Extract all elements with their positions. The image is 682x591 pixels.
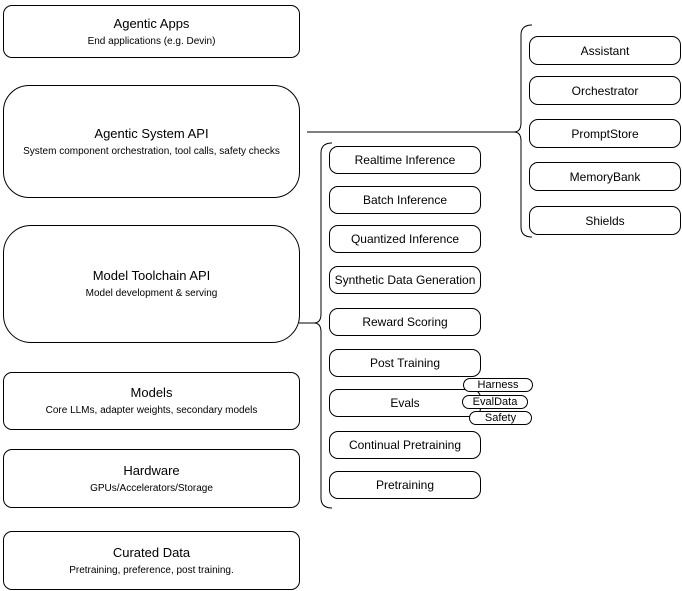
node-subtitle: Pretraining, preference, post training.: [69, 564, 234, 576]
node-title: Agentic Apps: [113, 15, 190, 31]
node-title: Model Toolchain API: [92, 268, 211, 283]
node-pretraining: Pretraining: [329, 471, 481, 499]
node-quantized-inference: Quantized Inference: [329, 225, 481, 253]
node-orchestrator: Orchestrator: [529, 76, 681, 105]
node-shields: Shields: [529, 206, 681, 235]
node-agentic-apps: Agentic Apps End applications (e.g. Devi…: [3, 5, 300, 58]
node-evals: Evals: [329, 389, 481, 417]
node-subtitle: GPUs/Accelerators/Storage: [90, 482, 213, 494]
node-subtitle: End applications (e.g. Devin): [87, 35, 216, 47]
node-subtitle: Model development & serving: [85, 288, 218, 299]
node-model-toolchain-api: Model Toolchain API Model development & …: [3, 225, 300, 343]
tag-safety: Safety: [469, 411, 532, 425]
node-subtitle: Core LLMs, adapter weights, secondary mo…: [45, 405, 258, 416]
node-reward-scoring: Reward Scoring: [329, 308, 481, 336]
node-curated-data: Curated Data Pretraining, preference, po…: [3, 531, 300, 590]
node-subtitle: System component orchestration, tool cal…: [23, 145, 280, 157]
node-synthetic-data-generation: Synthetic Data Generation: [329, 266, 481, 294]
node-batch-inference: Batch Inference: [329, 186, 481, 214]
node-title: Models: [130, 385, 173, 400]
node-post-training: Post Training: [329, 349, 481, 377]
node-models: Models Core LLMs, adapter weights, secon…: [3, 372, 300, 430]
node-agentic-system-api: Agentic System API System component orch…: [3, 85, 300, 198]
node-title: Hardware: [123, 462, 180, 478]
node-hardware: Hardware GPUs/Accelerators/Storage: [3, 449, 300, 508]
node-title: Curated Data: [112, 544, 191, 560]
tag-harness: Harness: [463, 378, 533, 392]
node-continual-pretraining: Continual Pretraining: [329, 431, 481, 459]
tag-evaldata: EvalData: [462, 395, 528, 409]
node-memorybank: MemoryBank: [529, 162, 681, 191]
node-assistant: Assistant: [529, 36, 681, 65]
node-promptstore: PromptStore: [529, 119, 681, 148]
node-title: Agentic System API: [94, 125, 209, 141]
node-realtime-inference: Realtime Inference: [329, 146, 481, 174]
